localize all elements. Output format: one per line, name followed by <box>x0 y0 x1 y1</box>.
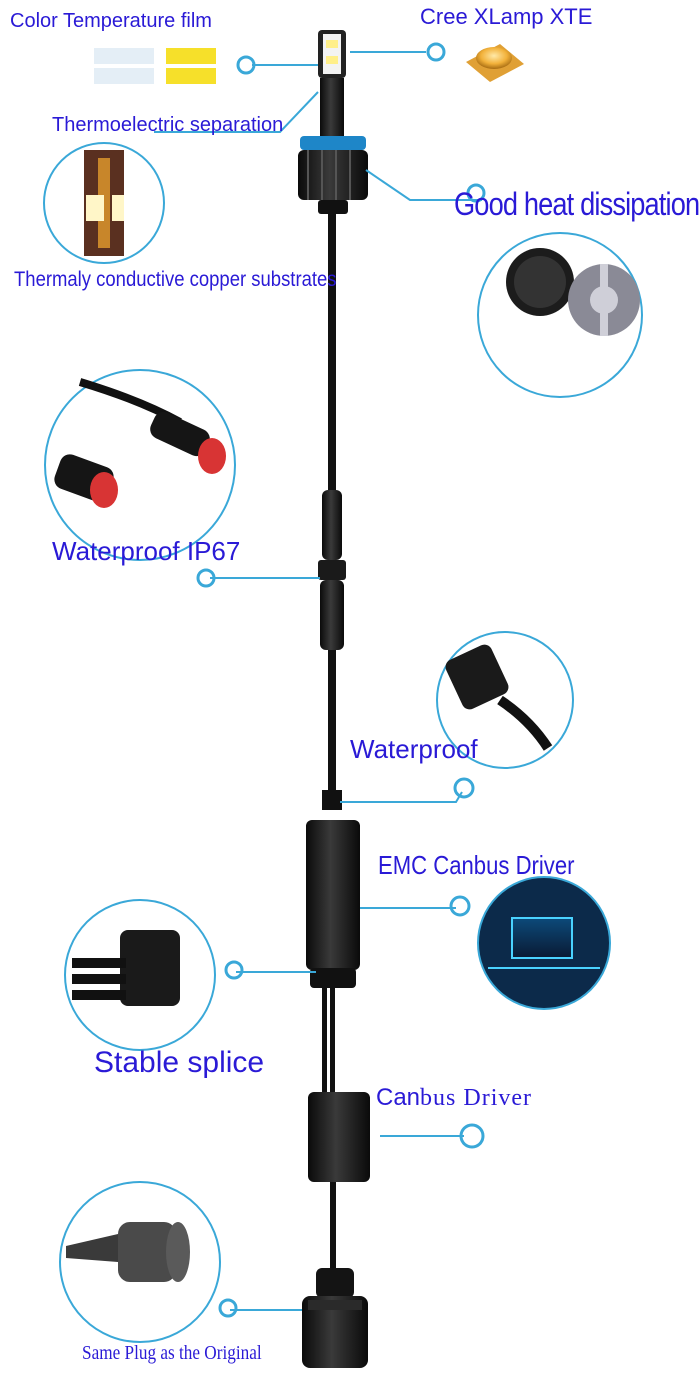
stable-splice-label: Stable splice <box>94 1046 265 1079</box>
emc-canbus-driver-label: EMC Canbus Driver <box>378 850 575 880</box>
canbus-driver-label-bold: Can <box>376 1084 421 1111</box>
same-plug-label: Same Plug as the Original <box>82 1342 262 1364</box>
color-film-swatches <box>94 48 216 84</box>
emc-driver-box <box>306 820 360 988</box>
thermoelectric-separation-label: Thermoelectric separation <box>52 114 284 136</box>
main-cable <box>322 200 342 1270</box>
callout-plug <box>59 1181 221 1343</box>
callout-waterproof <box>436 631 574 769</box>
cree-xlamp-label: Cree XLamp XTE <box>420 4 593 29</box>
canbus-driver-box <box>308 1092 370 1182</box>
bulb-head <box>298 30 368 214</box>
canbus-driver-label: Canbus Driver <box>376 1084 532 1112</box>
waterproof-ip67-label: Waterproof IP67 <box>52 536 241 566</box>
canbus-driver-label-rest: bus Driver <box>420 1085 533 1111</box>
callout-emc <box>477 876 611 1010</box>
color-temperature-film-label: Color Temperature film <box>10 10 212 32</box>
good-heat-dissipation-label: Good heat dissipation <box>454 186 700 222</box>
led-chip-icon <box>466 44 524 82</box>
callout-splice <box>64 899 216 1051</box>
ring-marker-icons <box>196 42 486 1318</box>
copper-substrates-label: Thermaly conductive copper substrates <box>14 268 337 291</box>
callout-heat <box>477 232 643 398</box>
plug <box>302 1268 368 1368</box>
callout-ip67 <box>44 369 236 561</box>
callout-copper <box>43 142 165 264</box>
waterproof-label: Waterproof <box>350 734 478 764</box>
waterproof-connector <box>318 490 346 650</box>
